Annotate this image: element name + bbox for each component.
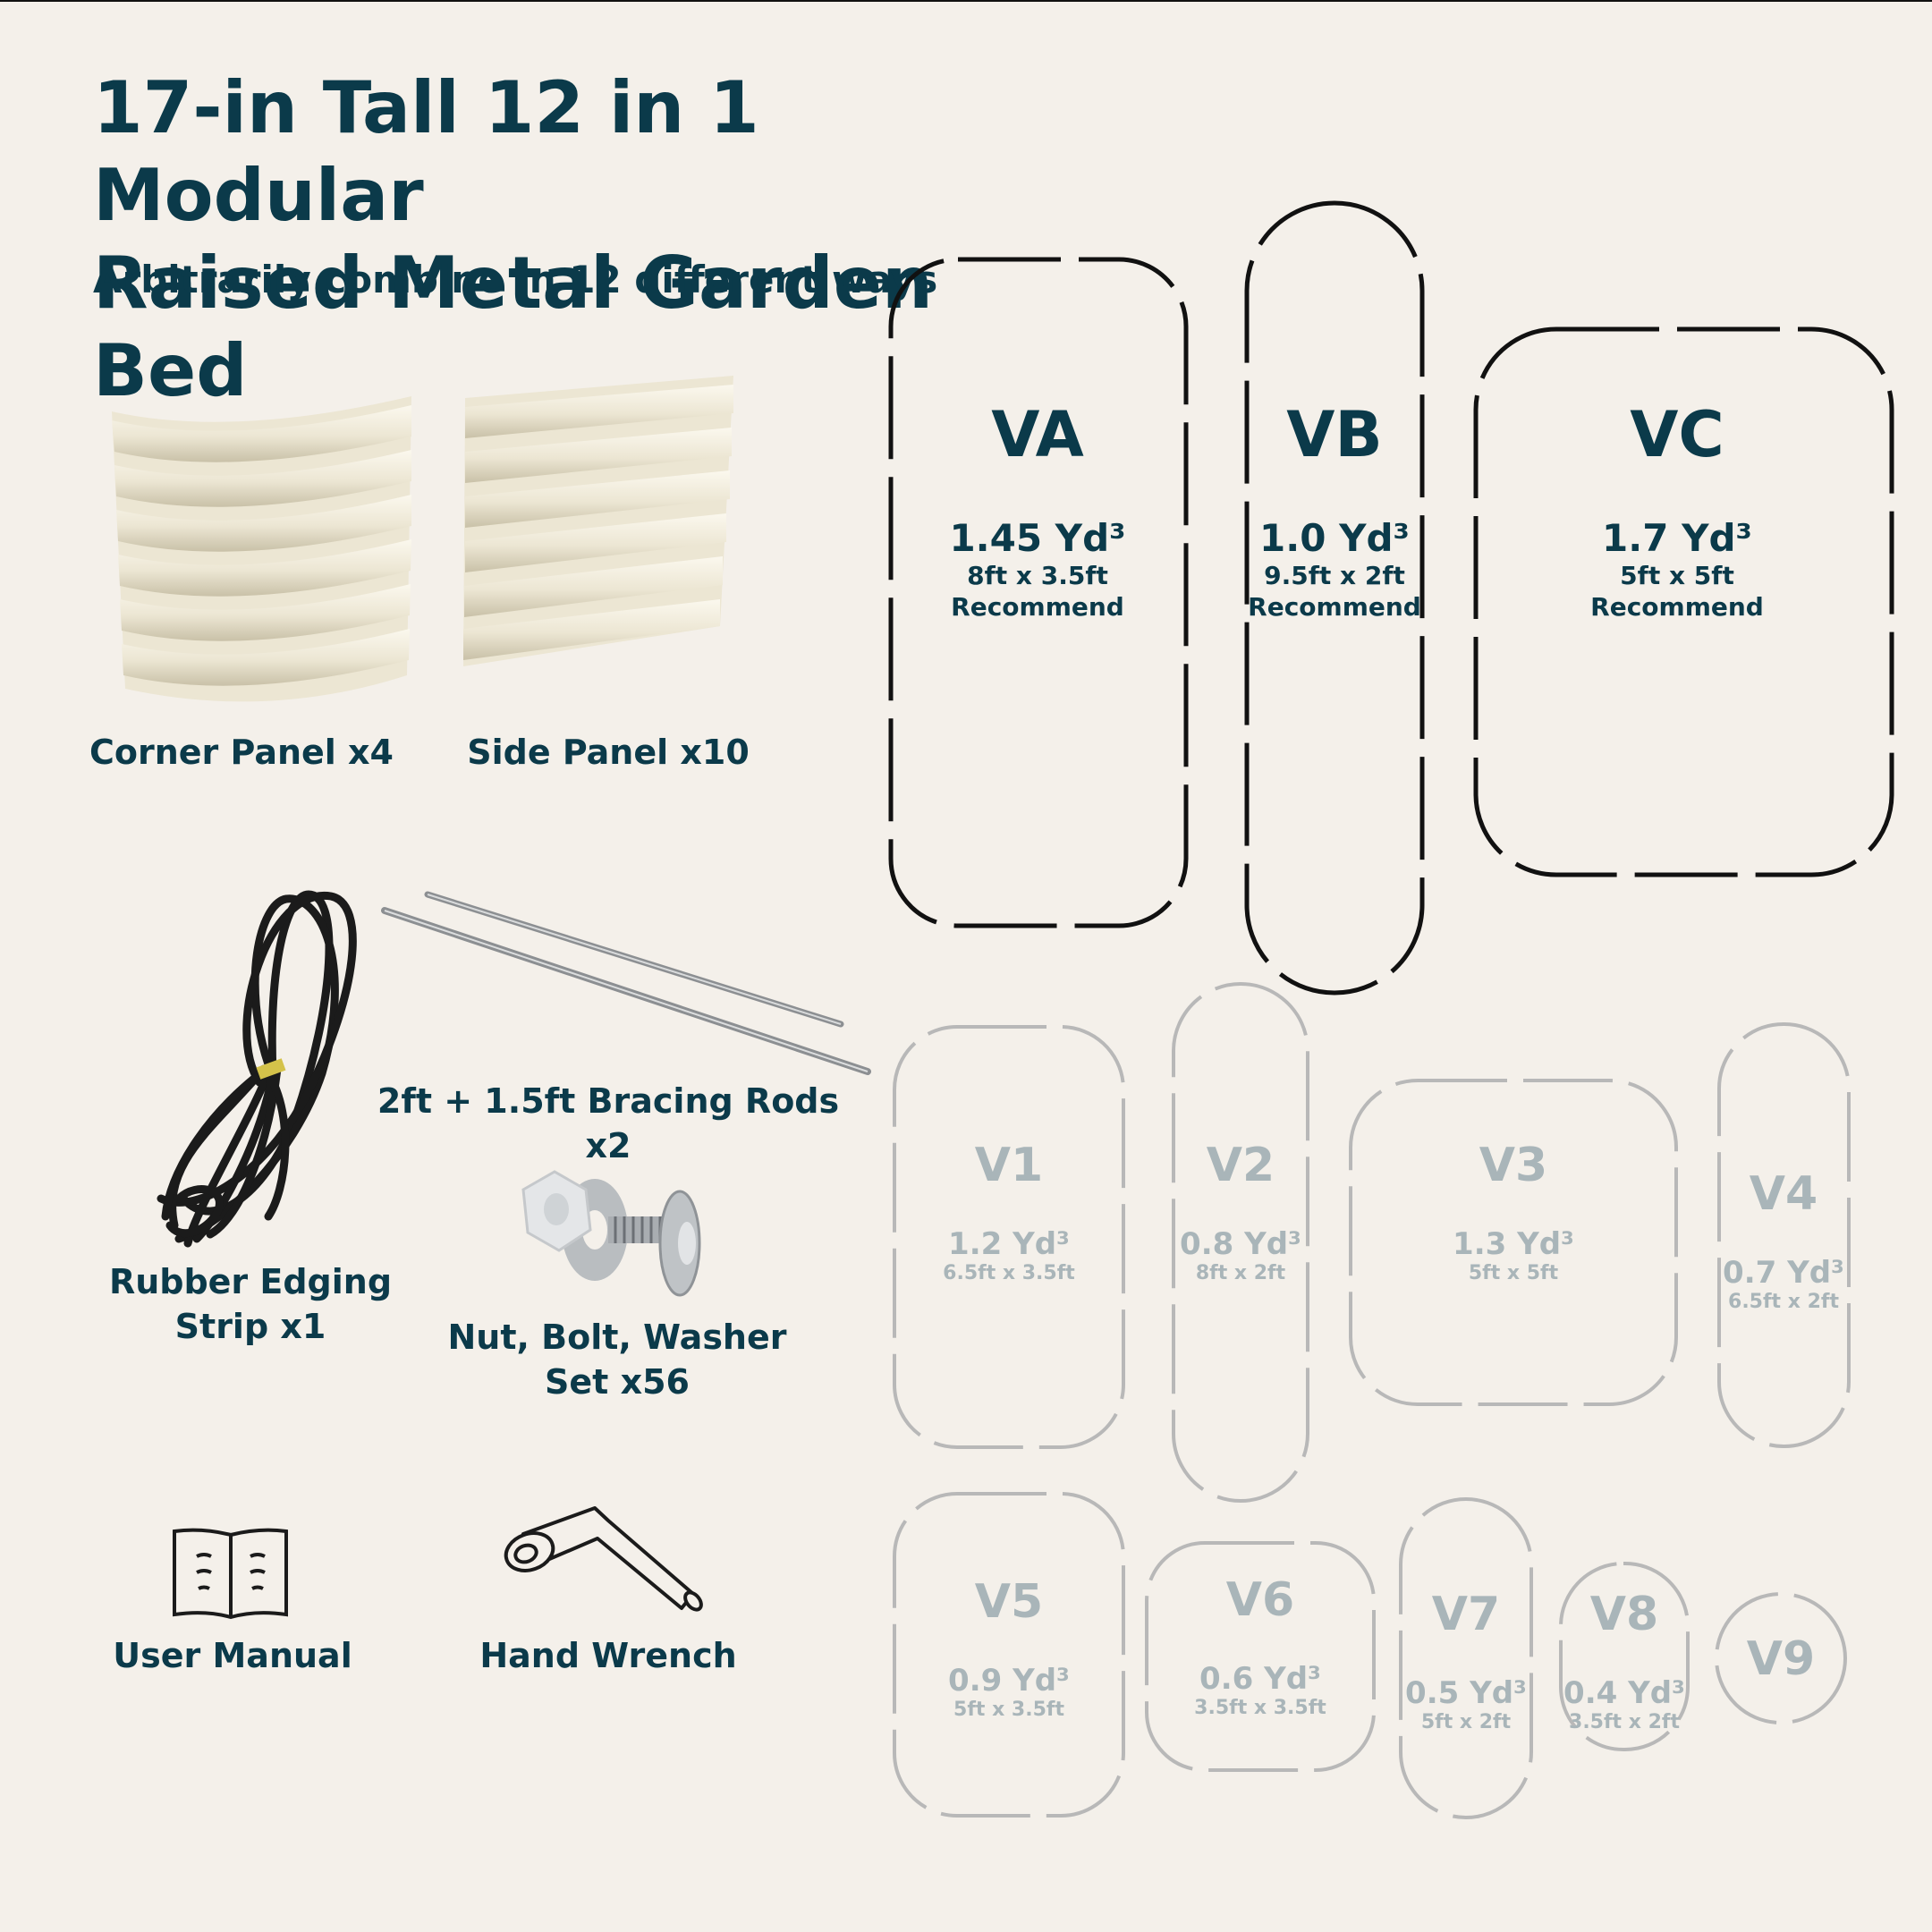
- v1-name: V1: [975, 1139, 1043, 1192]
- corner-panel-label: Corner Panel x4: [89, 733, 394, 772]
- v2-name: V2: [1207, 1139, 1275, 1192]
- layout-v8: V8 0.4 Yd³ 3.5ft x 2ft: [1559, 1562, 1690, 1751]
- va-volume: 1.45 Yd³: [949, 516, 1125, 560]
- v1-size: 6.5ft x 3.5ft: [943, 1262, 1075, 1284]
- hand-wrench-image: [504, 1506, 703, 1612]
- rubber-edging-label-line1: Rubber Edging: [108, 1262, 393, 1301]
- layout-vb: VB 1.0 Yd³ 9.5ft x 2ft Recommend: [1244, 200, 1425, 996]
- user-manual-image: [173, 1528, 288, 1620]
- v2-volume: 0.8 Yd³: [1180, 1226, 1301, 1262]
- vb-volume: 1.0 Yd³: [1259, 516, 1410, 560]
- v8-name: V8: [1590, 1588, 1658, 1641]
- v5-volume: 0.9 Yd³: [948, 1663, 1070, 1699]
- v3-size: 5ft x 5ft: [1469, 1262, 1559, 1284]
- v8-size: 3.5ft x 2ft: [1569, 1711, 1680, 1733]
- vb-size: 9.5ft x 2ft: [1264, 561, 1405, 590]
- hand-wrench-label: Hand Wrench: [479, 1636, 737, 1675]
- side-panel-image: [463, 376, 733, 666]
- v4-name: V4: [1750, 1167, 1818, 1221]
- user-manual-label: User Manual: [113, 1636, 352, 1675]
- layout-v9: V9: [1715, 1592, 1847, 1724]
- v1-volume: 1.2 Yd³: [948, 1226, 1070, 1262]
- layout-vc: VC 1.7 Yd³ 5ft x 5ft Recommend: [1473, 326, 1894, 877]
- v5-name: V5: [975, 1575, 1043, 1629]
- v9-name: V9: [1747, 1632, 1815, 1686]
- vc-size: 5ft x 5ft: [1620, 561, 1734, 590]
- bracing-rods-image: [381, 891, 871, 1075]
- v7-name: V7: [1432, 1588, 1500, 1641]
- title-line-2: Raised Metal Garden Bed: [93, 242, 933, 412]
- v2-size: 8ft x 2ft: [1196, 1262, 1286, 1284]
- layout-v5: V5 0.9 Yd³ 5ft x 3.5ft: [893, 1492, 1125, 1818]
- vc-volume: 1.7 Yd³: [1602, 516, 1752, 560]
- va-size: 8ft x 3.5ft: [967, 561, 1108, 590]
- v3-volume: 1.3 Yd³: [1453, 1226, 1574, 1262]
- v7-size: 5ft x 2ft: [1421, 1711, 1512, 1733]
- v4-size: 6.5ft x 2ft: [1728, 1291, 1839, 1313]
- vb-note: Recommend: [1248, 592, 1421, 622]
- layout-va: VA 1.45 Yd³ 8ft x 3.5ft Recommend: [888, 257, 1189, 928]
- nut-bolt-label-line1: Nut, Bolt, Washer: [447, 1318, 787, 1357]
- page-title: 17-in Tall 12 in 1 Modular Raised Metal …: [93, 64, 1077, 415]
- vc-note: Recommend: [1590, 592, 1764, 622]
- v6-size: 3.5ft x 3.5ft: [1194, 1697, 1326, 1719]
- v8-volume: 0.4 Yd³: [1563, 1675, 1685, 1711]
- rubber-edging-label: Rubber Edging Strip x1: [89, 1259, 411, 1349]
- va-note: Recommend: [951, 592, 1124, 622]
- layout-v2: V2 0.8 Yd³ 8ft x 2ft: [1172, 982, 1309, 1503]
- v7-volume: 0.5 Yd³: [1405, 1675, 1527, 1711]
- nut-bolt-washer-image: [521, 1170, 701, 1297]
- vb-name: VB: [1286, 398, 1383, 471]
- v3-name: V3: [1479, 1139, 1547, 1192]
- layout-v6: V6 0.6 Yd³ 3.5ft x 3.5ft: [1145, 1541, 1376, 1772]
- layout-v3: V3 1.3 Yd³ 5ft x 5ft: [1349, 1079, 1678, 1406]
- side-panel-label: Side Panel x10: [467, 733, 750, 772]
- layout-v7: V7 0.5 Yd³ 5ft x 2ft: [1399, 1497, 1533, 1819]
- layout-v1: V1 1.2 Yd³ 6.5ft x 3.5ft: [893, 1025, 1125, 1449]
- rubber-edging-label-line2: Strip x1: [174, 1307, 326, 1346]
- v5-size: 5ft x 3.5ft: [953, 1699, 1064, 1721]
- corner-panel-image: [112, 396, 411, 702]
- vc-name: VC: [1630, 398, 1724, 471]
- page-subtitle: Arbitrarily combine in 12 different ways: [93, 258, 938, 301]
- rubber-edging-image: [157, 890, 357, 1248]
- nut-bolt-label: Nut, Bolt, Washer Set x56: [429, 1315, 805, 1404]
- v6-volume: 0.6 Yd³: [1199, 1661, 1321, 1697]
- nut-bolt-label-line2: Set x56: [545, 1362, 690, 1402]
- bracing-rods-label: 2ft + 1.5ft Bracing Rods x2: [377, 1081, 840, 1165]
- title-line-1: 17-in Tall 12 in 1 Modular: [93, 66, 759, 237]
- layout-v4: V4 0.7 Yd³ 6.5ft x 2ft: [1717, 1022, 1851, 1448]
- v6-name: V6: [1226, 1573, 1294, 1627]
- va-name: VA: [991, 398, 1084, 471]
- top-border: [0, 0, 1932, 2]
- rubber-tie-icon: [256, 1058, 286, 1080]
- v4-volume: 0.7 Yd³: [1723, 1255, 1844, 1291]
